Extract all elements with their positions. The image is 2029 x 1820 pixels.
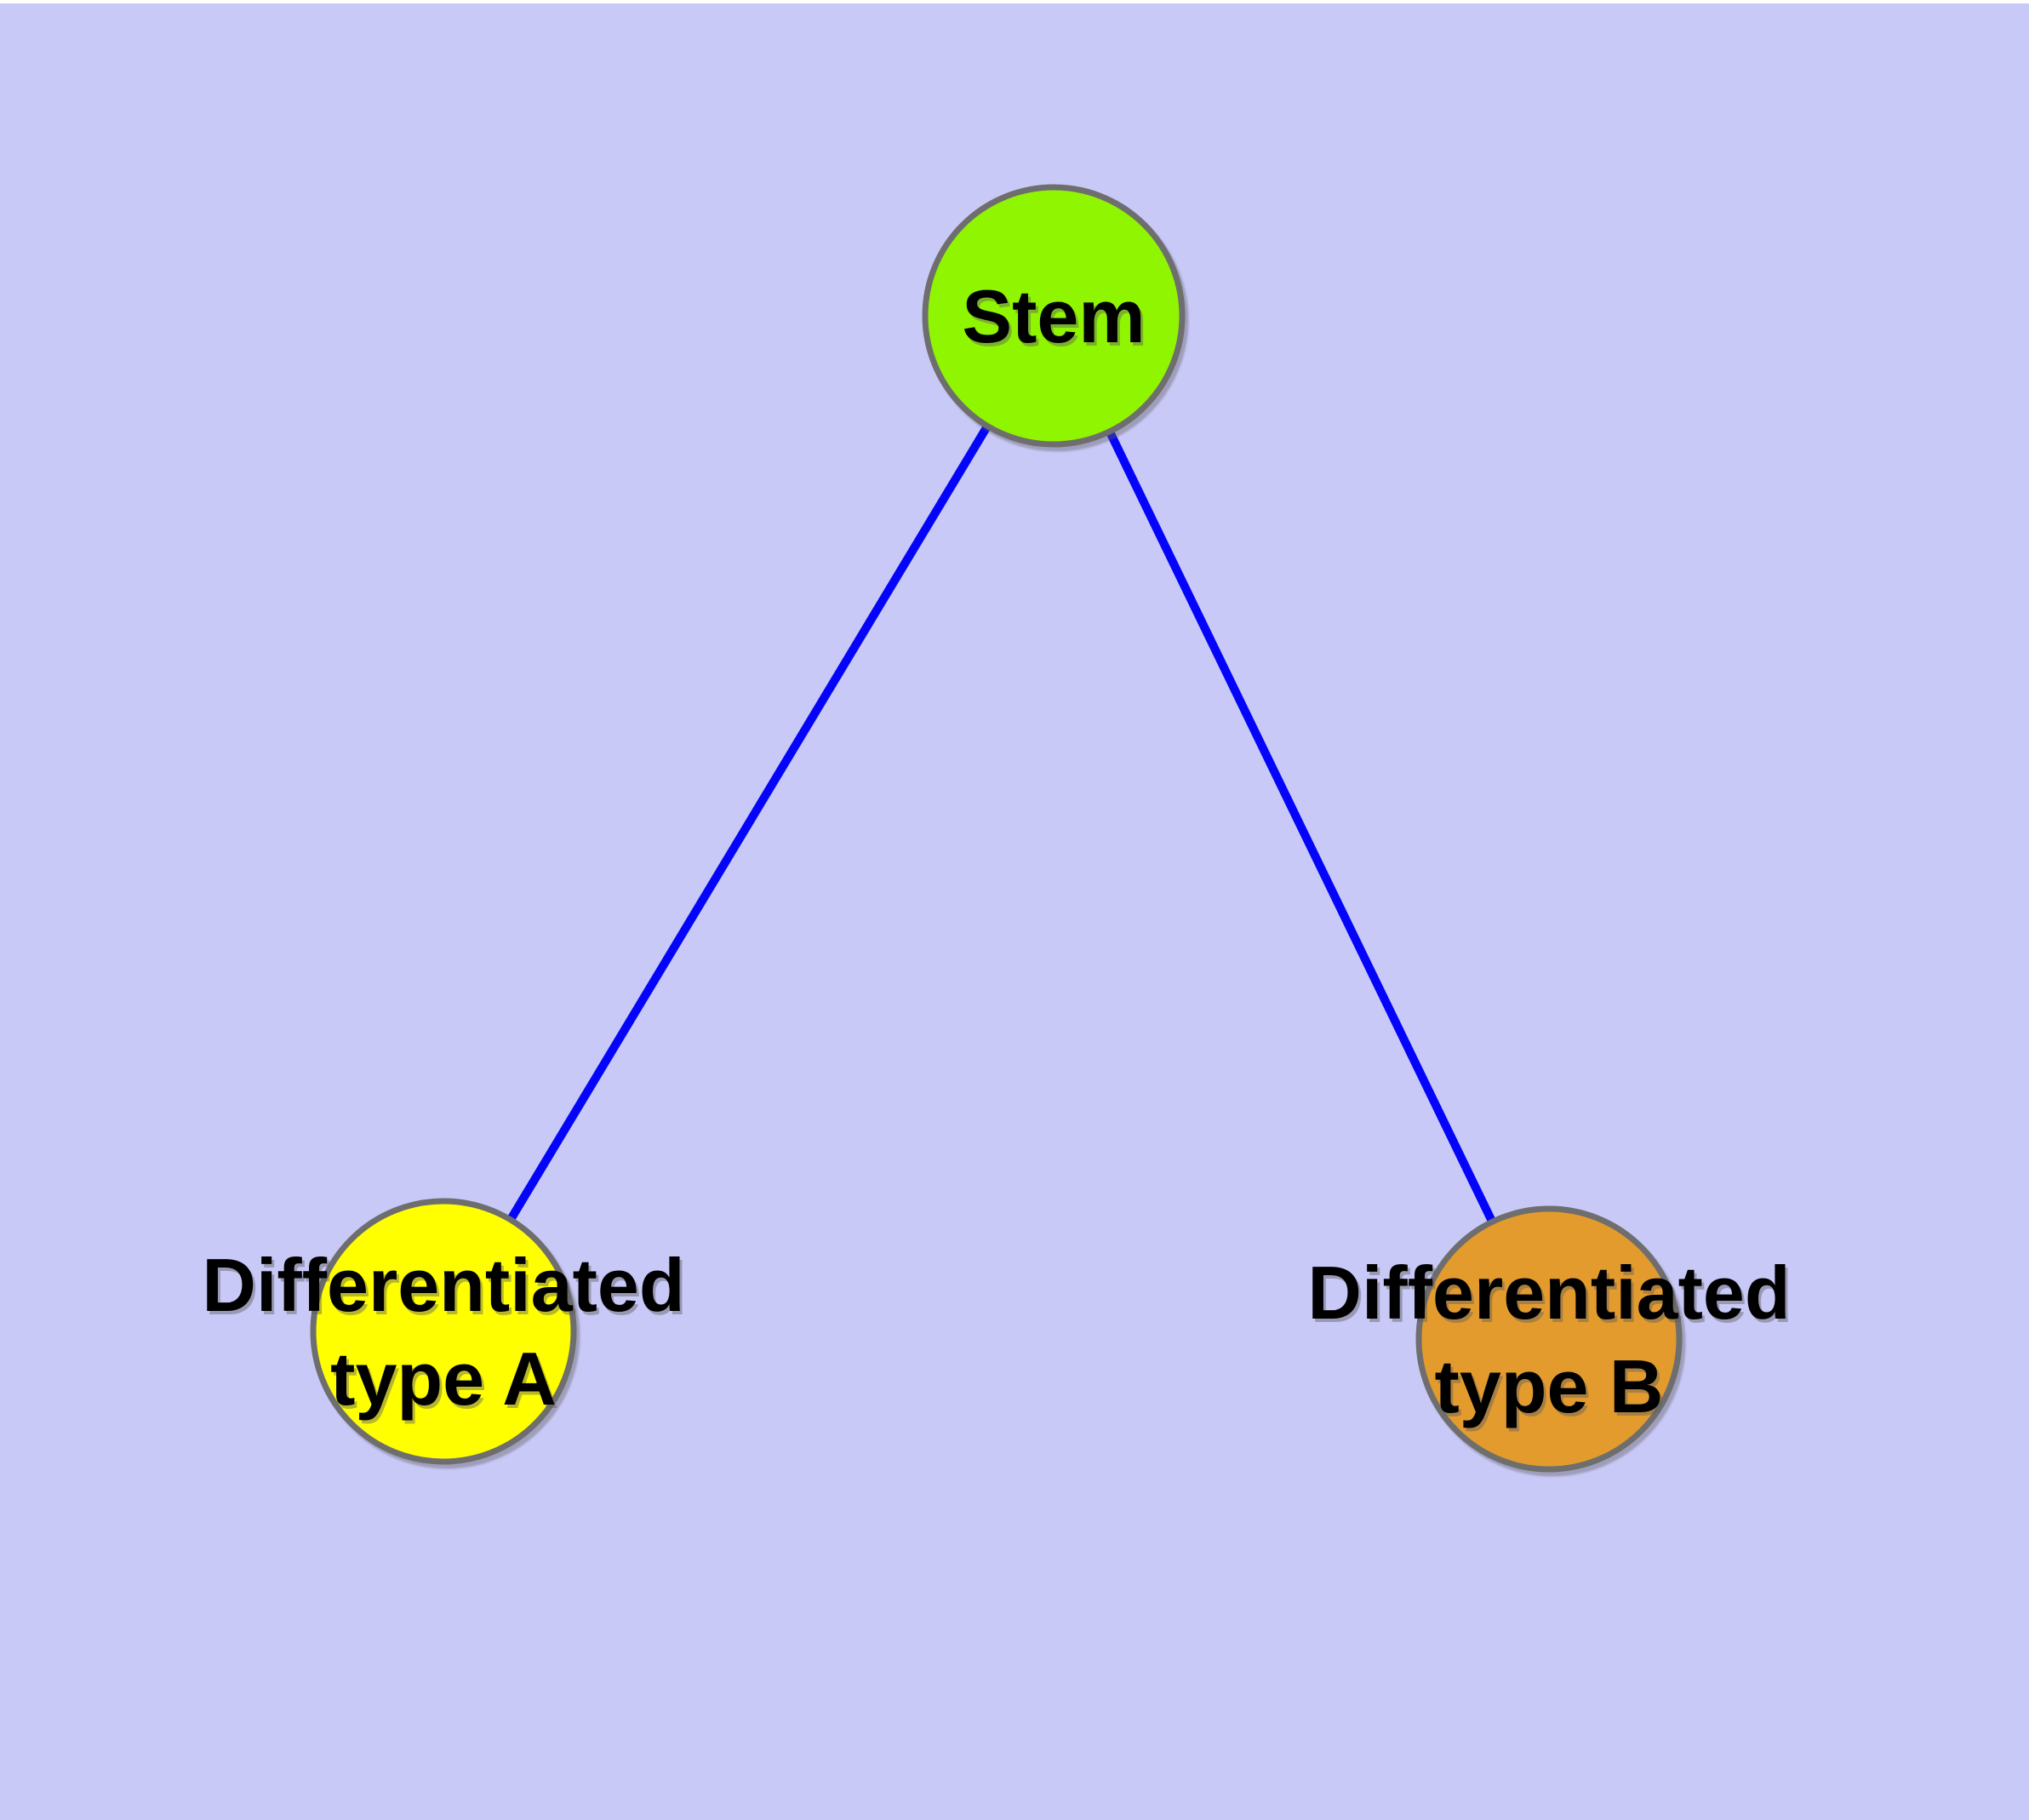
node-differentiated-type-b-label-line-2: type B [1435, 1344, 1664, 1428]
node-differentiated-type-b [1415, 1205, 1683, 1473]
node-differentiated-type-a-label-line-1: Differentiated [202, 1243, 684, 1327]
nodes-layer [310, 184, 1683, 1473]
node-stem-label-line-1: Stem [962, 274, 1145, 358]
node-stem [922, 184, 1186, 448]
edges-layer [439, 313, 1553, 1342]
node-differentiated-type-a [310, 1198, 577, 1465]
node-differentiated-type-a-label-line-2: type A [330, 1336, 557, 1421]
edge-stem-to-type-b [1049, 313, 1553, 1342]
edge-stem-to-type-a [439, 313, 1058, 1334]
node-differentiated-type-b-label-line-1: Differentiated [1307, 1251, 1790, 1335]
